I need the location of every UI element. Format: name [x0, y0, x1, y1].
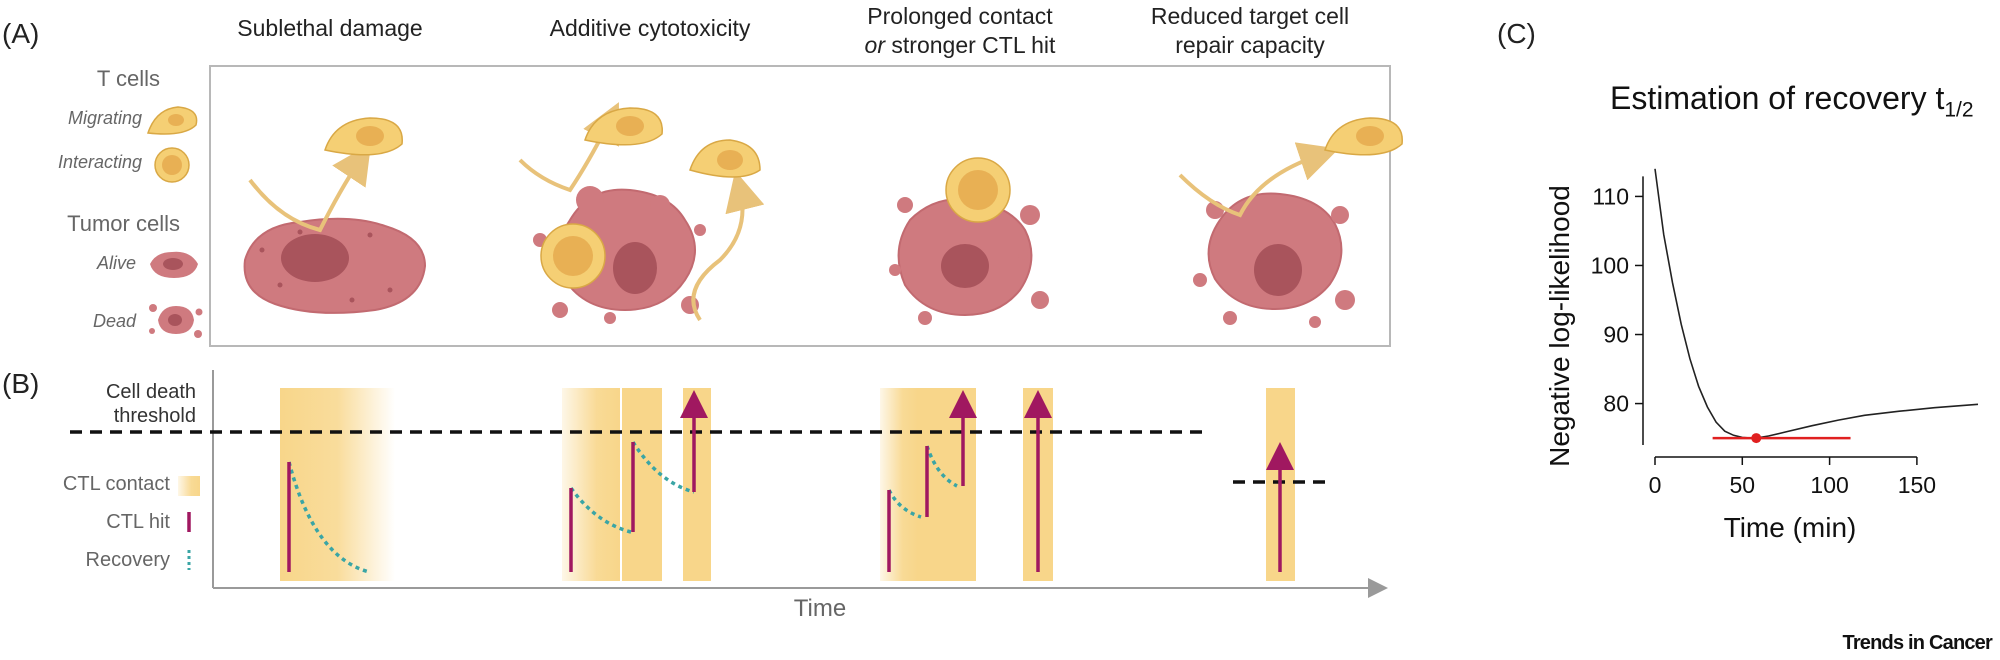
panel-b-x-axis-label: Time — [793, 595, 847, 622]
legend-alive-tumor-icon — [150, 251, 198, 278]
panel-b-label: (B) — [2, 368, 40, 399]
illustration-prolonged — [889, 157, 1049, 325]
contact-block — [918, 388, 952, 581]
legend-hit-label: CTL hit — [106, 511, 170, 533]
threshold-label: Cell death threshold — [40, 380, 196, 428]
chart-y-axis-title: Negative log-likelihood — [1544, 185, 1575, 467]
panel-a-label: (A) — [2, 18, 40, 49]
legend-recovery-label: Recovery — [85, 549, 170, 571]
chart-x-axis-title: Time (min) — [1723, 512, 1857, 543]
chart-title-subscript: 1/2 — [1944, 98, 1974, 122]
chart-negative-log-likelihood: 80 90 100 110 0 50 100 150 — [1591, 168, 1979, 498]
recovery-curve — [287, 461, 370, 574]
legend-contact-swatch — [178, 476, 200, 496]
chart-y-tick-label: 80 — [1603, 391, 1629, 417]
legend-dead-label: Dead — [92, 311, 136, 331]
chart-x-tick-label: 0 — [1649, 472, 1662, 498]
column-title-reduced-repair: Reduced target cell repair capacity — [1120, 2, 1380, 60]
recovery-curve — [887, 489, 922, 519]
chart-likelihood-curve — [1654, 168, 1979, 439]
legend-interacting-label: Interacting — [57, 152, 142, 172]
chart-y-tick-label: 100 — [1591, 252, 1629, 278]
chart-minimum-point — [1751, 433, 1762, 444]
contact-block — [880, 388, 918, 581]
threshold-label-line1: Cell death — [105, 381, 196, 403]
illustration-reduced-repair — [1178, 117, 1403, 328]
legend-migrating-label: Migrating — [67, 108, 142, 128]
legend-dead-tumor-icon — [149, 304, 203, 338]
contact-block — [622, 388, 662, 581]
threshold-label-line2: threshold — [113, 405, 196, 427]
chart-y-tick-label: 90 — [1603, 322, 1629, 348]
column-title-prolonged-line2: or stronger CTL hit — [864, 32, 1056, 58]
contact-block — [683, 388, 711, 581]
column-title-sublethal: Sublethal damage — [237, 15, 423, 41]
recovery-curve — [631, 441, 695, 494]
legend-tcells-heading: T cells — [96, 66, 160, 91]
column-title-additive: Additive cytotoxicity — [549, 15, 751, 41]
contact-block — [280, 388, 395, 581]
column-title-reduced-line1: Reduced target cell — [1150, 3, 1350, 29]
legend-interacting-icon — [154, 147, 190, 183]
panel-a-frame — [209, 65, 1391, 347]
legend-tumor-heading: Tumor cells — [67, 211, 180, 236]
legend-contact-label: CTL contact — [62, 473, 170, 495]
column-title-reduced-line2: repair capacity — [1175, 32, 1325, 58]
panel-c-label: (C) — [1497, 18, 1536, 49]
legend-migrating-icon — [146, 106, 198, 135]
chart-x-tick-label: 100 — [1810, 472, 1848, 498]
journal-credit: Trends in Cancer — [1842, 632, 1993, 654]
chart-title-text: Estimation of recovery t — [1610, 80, 1945, 116]
chart-x-tick-label: 150 — [1898, 472, 1936, 498]
illustration-sublethal — [243, 117, 427, 314]
chart-x-tick-label: 50 — [1730, 472, 1756, 498]
chart-title: Estimation of recovery t1/2 — [1610, 80, 1974, 122]
column-title-prolonged: Prolonged contact or stronger CTL hit — [820, 2, 1100, 60]
column-title-prolonged-line1: Prolonged contact — [867, 3, 1053, 29]
chart-y-tick-label: 110 — [1592, 183, 1629, 209]
illustration-additive — [518, 102, 765, 324]
legend-alive-label: Alive — [96, 253, 136, 273]
